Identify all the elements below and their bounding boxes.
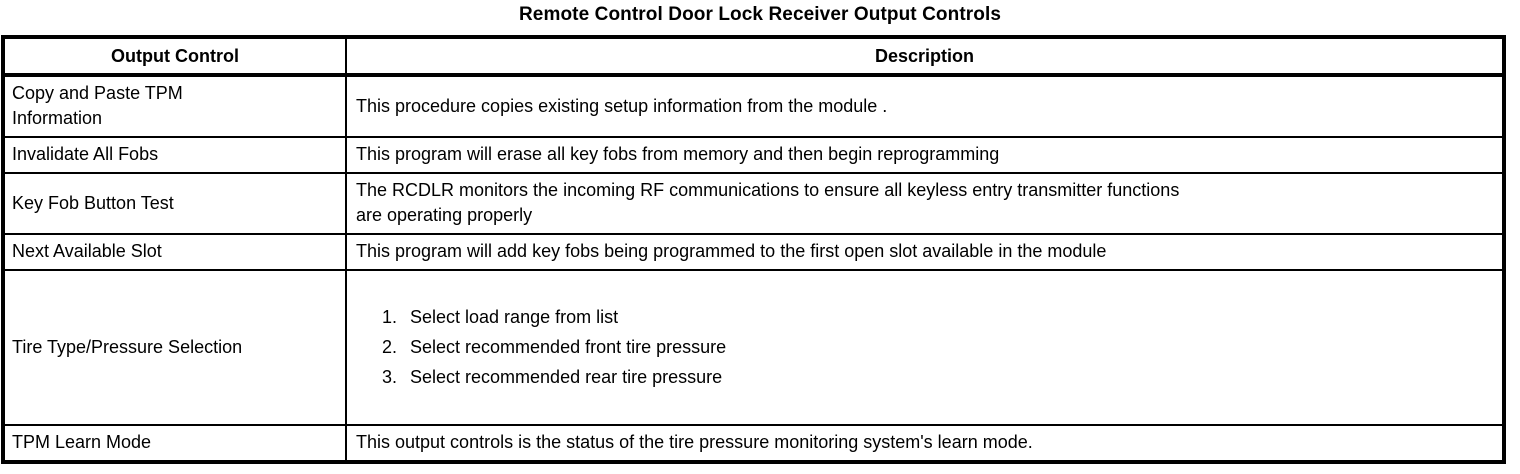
cell-output-control-name: Key Fob Button Test — [3, 172, 347, 234]
cell-output-control-description: Select load range from listSelect recomm… — [346, 269, 1504, 425]
cell-output-control-description: This program will add key fobs being pro… — [346, 233, 1504, 270]
cell-output-control-description: This output controls is the status of th… — [346, 424, 1504, 462]
cell-output-control-name: Next Available Slot — [3, 233, 347, 270]
table-container: Output Control Description Copy and Past… — [1, 35, 1506, 464]
table-row: Next Available Slot This program will ad… — [3, 233, 1504, 270]
cell-output-control-description: The RCDLR monitors the incoming RF commu… — [346, 172, 1504, 234]
table-row: Key Fob Button Test The RCDLR monitors t… — [3, 172, 1504, 234]
column-header-output-control: Output Control — [3, 37, 347, 77]
table-header: Output Control Description — [3, 37, 1504, 77]
table-row: Tire Type/Pressure Selection Select load… — [3, 269, 1504, 425]
cell-output-control-description: This program will erase all key fobs fro… — [346, 136, 1504, 173]
output-controls-table: Output Control Description Copy and Past… — [1, 35, 1506, 464]
table-row: TPM Learn Mode This output controls is t… — [3, 424, 1504, 462]
cell-output-control-name: TPM Learn Mode — [3, 424, 347, 462]
table-row: Copy and Paste TPM Information This proc… — [3, 75, 1504, 137]
cell-output-control-description: This procedure copies existing setup inf… — [356, 95, 888, 116]
column-header-description: Description — [346, 37, 1504, 77]
cell-output-control-name: Invalidate All Fobs — [3, 136, 347, 173]
list-item: Select recommended front tire pressure — [402, 332, 1495, 362]
header-row: Output Control Description — [3, 37, 1504, 77]
tire-selection-step-list: Select load range from listSelect recomm… — [356, 302, 1495, 392]
page-title: Remote Control Door Lock Receiver Output… — [518, 4, 1002, 25]
table-body: Copy and Paste TPM Information This proc… — [3, 75, 1504, 462]
list-item: Select recommended rear tire pressure — [402, 362, 1495, 392]
cell-output-control-name: Copy and Paste TPM Information — [3, 75, 347, 137]
cell-output-control-name: Tire Type/Pressure Selection — [3, 269, 347, 425]
table-row: Invalidate All Fobs This program will er… — [3, 136, 1504, 173]
list-item: Select load range from list — [402, 302, 1495, 332]
